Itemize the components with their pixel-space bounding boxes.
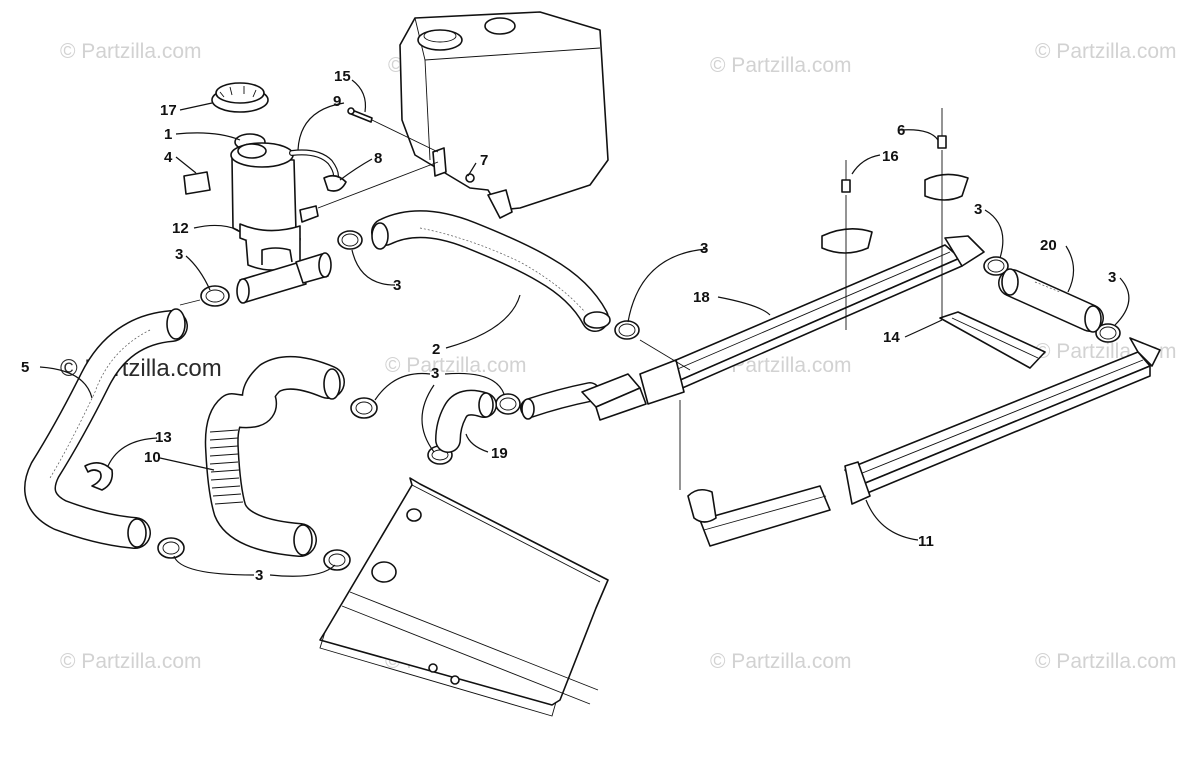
callout-3: 3 [255, 567, 263, 584]
deflector-14 [939, 311, 1046, 369]
callout-15: 15 [334, 68, 351, 85]
front-heat-exchanger [319, 477, 609, 717]
callout-3: 3 [431, 365, 439, 382]
callout-13: 13 [155, 429, 172, 446]
callout-5: 5 [21, 359, 29, 376]
callout-3: 3 [974, 201, 982, 218]
watermark: © Partzilla.com [1035, 650, 1177, 673]
callout-18: 18 [693, 289, 710, 306]
callout-3: 3 [1108, 269, 1116, 286]
coolant-bottle-assembly [183, 82, 373, 271]
watermark: © Partzilla.com [385, 354, 527, 377]
callout-16: 16 [882, 148, 899, 165]
watermark: © Partzilla.com [710, 650, 852, 673]
watermark: © Partzilla.com [60, 40, 202, 63]
hose-10 [204, 355, 345, 557]
callout-3: 3 [175, 246, 183, 263]
front-rail [687, 485, 831, 547]
callout-3: 3 [700, 240, 708, 257]
heat-exchanger-18 [581, 235, 985, 421]
callout-11: 11 [918, 533, 934, 550]
callout-7: 7 [480, 152, 488, 169]
callout-4: 4 [164, 149, 173, 166]
callout-10: 10 [144, 449, 161, 466]
guide-lines [179, 119, 943, 490]
callout-8: 8 [374, 150, 382, 167]
reservoir-tank [399, 11, 609, 219]
fasteners [821, 108, 969, 254]
callout-1: 1 [164, 126, 172, 143]
callout-9: 9 [333, 93, 341, 110]
heat-exchanger-11 [844, 337, 1161, 505]
callouts: 17 1 4 12 3 15 9 8 7 3 2 5 13 10 3 3 19 … [21, 68, 1116, 584]
t-fitting [236, 247, 332, 304]
watermark: © Partzilla.com [710, 54, 852, 77]
callout-6: 6 [897, 122, 905, 139]
watermark: © Partzilla.com [60, 650, 202, 673]
callout-leaders [39, 79, 1130, 577]
watermark: © Partzilla.com [1035, 40, 1177, 63]
callout-12: 12 [172, 220, 189, 237]
callout-2: 2 [432, 341, 440, 358]
hose-5 [24, 308, 188, 549]
callout-17: 17 [160, 102, 177, 119]
hose-2 [371, 210, 611, 332]
callout-3: 3 [393, 277, 401, 294]
callout-20: 20 [1040, 237, 1057, 254]
hose-20 [998, 268, 1104, 333]
hose-clamps [157, 230, 1121, 571]
callout-14: 14 [883, 329, 900, 346]
callout-19: 19 [491, 445, 508, 462]
